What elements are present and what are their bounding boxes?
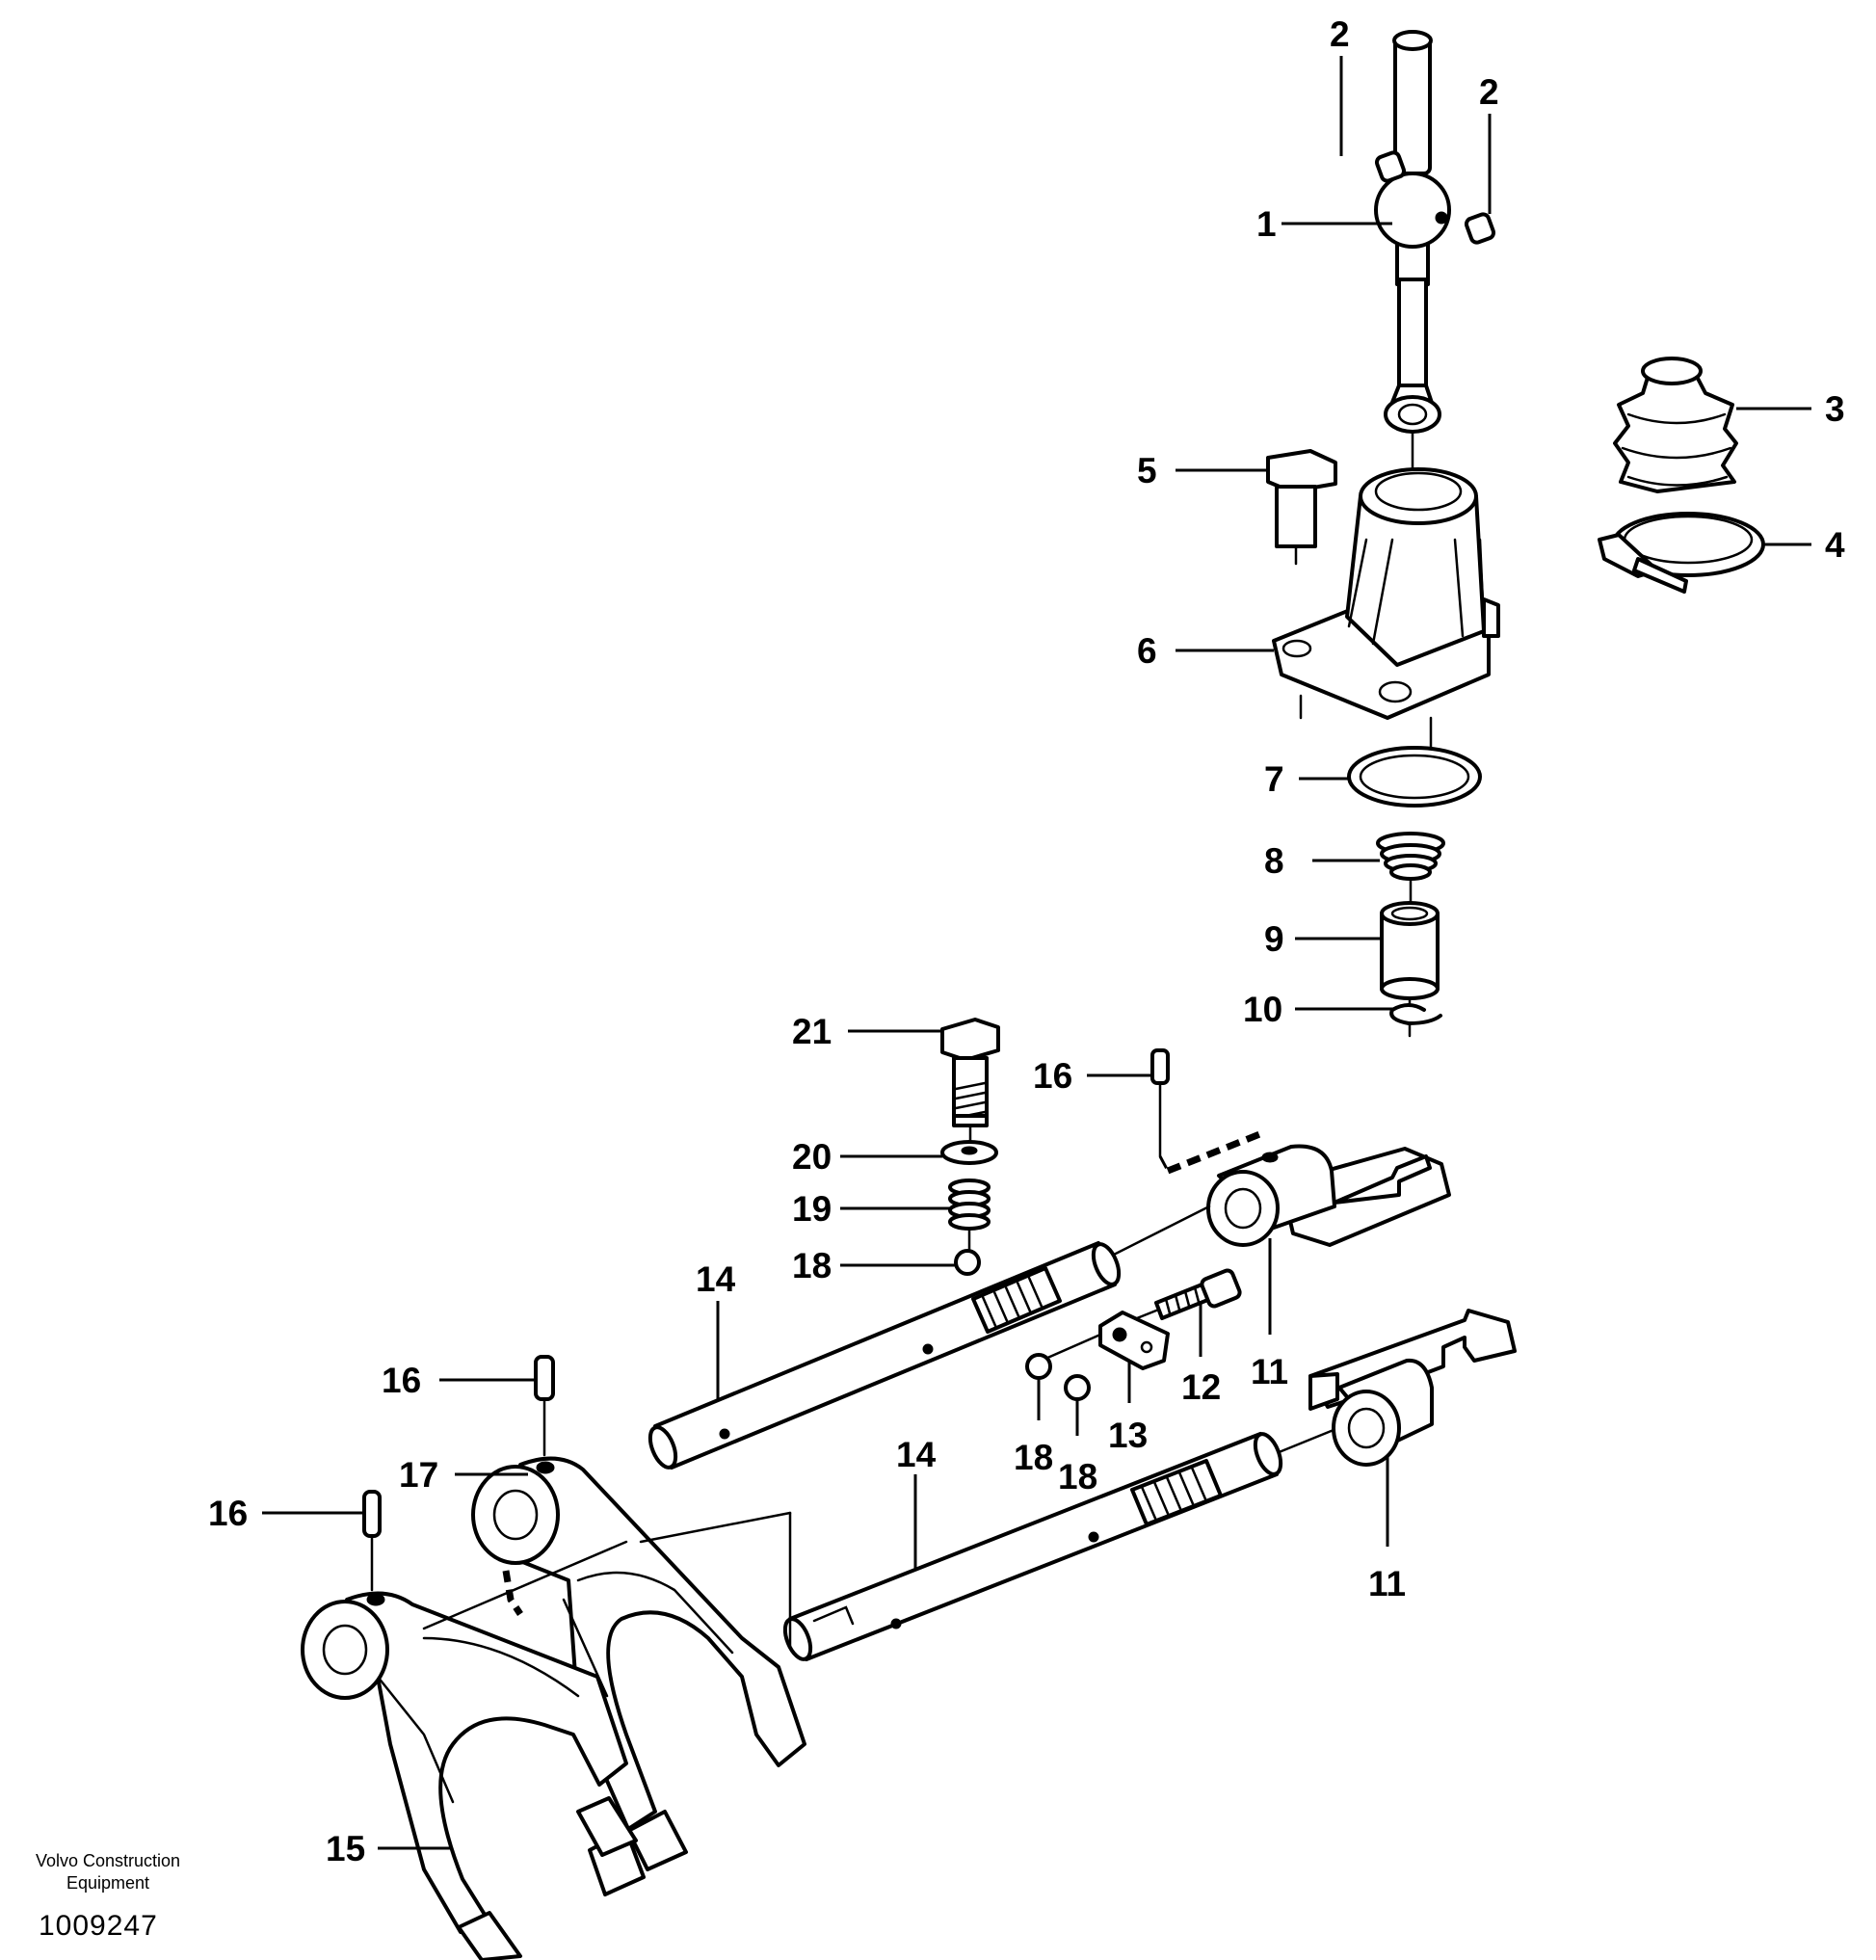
callout-2-left: 2 xyxy=(1330,14,1350,54)
callout-1: 1 xyxy=(1256,204,1277,244)
part-12-screw xyxy=(1135,1268,1242,1320)
part-5-bolt xyxy=(1266,449,1337,566)
part-15-shift-fork xyxy=(301,1540,638,1960)
callout-16-lower: 16 xyxy=(208,1494,248,1533)
callout-3: 3 xyxy=(1825,389,1845,429)
callout-16-middle: 16 xyxy=(382,1361,421,1400)
callout-6: 6 xyxy=(1137,631,1157,671)
part-9-bushing xyxy=(1380,901,1440,1016)
brand-line-2: Equipment xyxy=(66,1873,150,1893)
leader-lines xyxy=(262,56,1811,1850)
callout-9: 9 xyxy=(1264,919,1284,959)
callout-18-lower-left: 18 xyxy=(1014,1438,1053,1477)
part-7-o-ring xyxy=(1347,746,1482,808)
callout-4: 4 xyxy=(1825,525,1845,565)
callout-numbers: 1 2 2 3 4 5 6 7 8 9 10 11 11 12 13 14 14… xyxy=(208,14,1845,1868)
part-16-pin-upper xyxy=(1150,1048,1264,1175)
callout-13: 13 xyxy=(1108,1416,1148,1455)
part-6-housing xyxy=(1272,467,1500,754)
callout-7: 7 xyxy=(1264,759,1284,799)
callout-19: 19 xyxy=(792,1189,832,1229)
part-10-circlip xyxy=(1389,1003,1442,1038)
brand-line-1: Volvo Construction xyxy=(35,1851,181,1870)
part-11-shift-lug-upper xyxy=(1097,1144,1451,1335)
part-8-spring xyxy=(1376,832,1445,903)
callout-18-lower-right: 18 xyxy=(1058,1457,1097,1496)
callout-18-upper: 18 xyxy=(792,1246,832,1285)
callout-12: 12 xyxy=(1181,1367,1221,1407)
callout-11-upper: 11 xyxy=(1251,1352,1288,1391)
part-4-hose-clamp xyxy=(1598,512,1765,594)
part-16-pin-middle xyxy=(534,1355,555,1457)
callout-14-upper: 14 xyxy=(696,1259,736,1299)
part-18-ball-lower-right xyxy=(1064,1374,1091,1401)
callout-16-upper: 16 xyxy=(1033,1056,1072,1096)
callout-17: 17 xyxy=(399,1455,438,1495)
part-20-washer xyxy=(940,1140,998,1165)
callout-15: 15 xyxy=(326,1829,365,1868)
part-13-plate xyxy=(1044,1311,1170,1370)
part-11-shift-lug-lower xyxy=(1270,1309,1517,1547)
part-18-ball-upper xyxy=(954,1249,981,1276)
document-number: 1009247 xyxy=(39,1910,158,1942)
callout-11-lower: 11 xyxy=(1368,1564,1406,1603)
part-21-bolt xyxy=(940,1018,1000,1144)
callout-20: 20 xyxy=(792,1137,832,1177)
callout-14-lower: 14 xyxy=(896,1435,937,1474)
part-1-gear-lever xyxy=(1374,30,1496,472)
part-3-rubber-boot xyxy=(1613,357,1738,493)
callout-2-right: 2 xyxy=(1479,72,1499,112)
callout-5: 5 xyxy=(1137,451,1157,490)
part-14-shift-rod-lower xyxy=(782,1432,1283,1661)
part-18-ball-lower-left xyxy=(1025,1353,1052,1380)
callout-10: 10 xyxy=(1243,990,1282,1029)
part-14-shift-rod-upper xyxy=(647,1241,1122,1470)
callout-8: 8 xyxy=(1264,841,1284,881)
callout-21: 21 xyxy=(792,1012,832,1051)
part-19-spring xyxy=(948,1179,991,1251)
brand-label: Volvo Construction Equipment xyxy=(12,1850,204,1894)
